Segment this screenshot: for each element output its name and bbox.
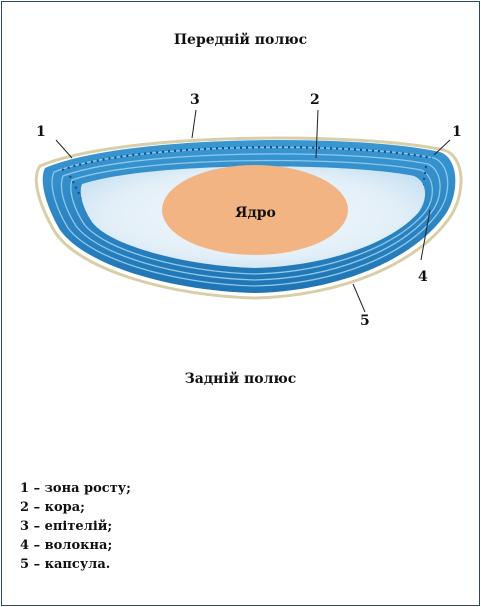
legend-item: 4 – волокна; (20, 536, 131, 555)
marker-2: 2 (310, 92, 320, 108)
legend-item: 5 – капсула. (20, 555, 131, 574)
leader-5 (353, 284, 365, 312)
legend-item: 3 – епітелій; (20, 517, 131, 536)
leader-3 (192, 110, 196, 138)
legend: 1 – зона росту; 2 – кора; 3 – епітелій; … (20, 479, 131, 574)
marker-1-left: 1 (36, 124, 46, 140)
marker-1-right: 1 (452, 124, 462, 140)
legend-item: 1 – зона росту; (20, 479, 131, 498)
nucleus-label: Ядро (0, 205, 481, 221)
marker-3: 3 (190, 92, 200, 108)
marker-5: 5 (360, 313, 370, 329)
posterior-pole-label: Задній полюс (0, 371, 481, 387)
leader-1-left (56, 140, 72, 158)
marker-4: 4 (418, 269, 428, 285)
legend-item: 2 – кора; (20, 498, 131, 517)
